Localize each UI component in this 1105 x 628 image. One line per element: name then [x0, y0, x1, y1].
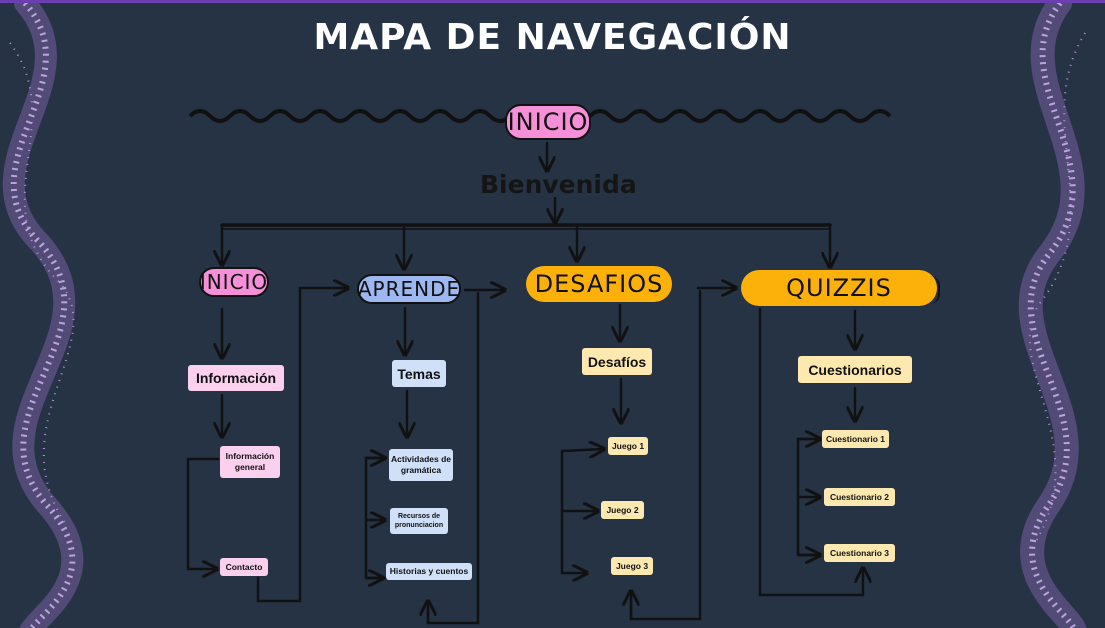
page-title: MAPA DE NAVEGACIÓN [313, 17, 792, 58]
recursos-pronunciacion-node[interactable]: Recursos de pronunciacion [390, 508, 448, 534]
juego-1-node[interactable]: Juego 1 [608, 437, 648, 455]
informacion-node[interactable]: Información [188, 365, 284, 391]
cuestionario-1-node[interactable]: Cuestionario 1 [822, 430, 889, 448]
actividades-gramatica-node[interactable]: Actividades de gramática [389, 449, 453, 481]
contacto-node[interactable]: Contacto [220, 558, 268, 576]
desafios-sub-node[interactable]: Desafíos [582, 348, 652, 375]
welcome-label: Bienvenida [480, 170, 637, 199]
cuestionarios-node[interactable]: Cuestionarios [798, 356, 912, 383]
desafios-node[interactable]: DESAFIOS [526, 266, 672, 302]
left-sparkle-wave [2, 3, 84, 628]
quizzis-node[interactable]: QUIZZIS [741, 270, 940, 306]
cuestionario-3-node[interactable]: Cuestionario 3 [824, 544, 895, 562]
informacion-general-node[interactable]: Información general [220, 446, 280, 478]
inicio-node[interactable]: INICIO [199, 267, 269, 297]
temas-node[interactable]: Temas [392, 360, 446, 387]
root-inicio-node[interactable]: INICIO [505, 104, 591, 140]
juego-2-node[interactable]: Juego 2 [601, 501, 644, 519]
right-sparkle-wave [1018, 3, 1087, 628]
aprende-node[interactable]: APRENDE [357, 274, 461, 304]
cuestionario-2-node[interactable]: Cuestionario 2 [824, 488, 895, 506]
connector-lines [2, 3, 1087, 628]
juego-3-node[interactable]: Juego 3 [611, 557, 653, 575]
historias-cuentos-node[interactable]: Historias y cuentos [386, 563, 472, 580]
